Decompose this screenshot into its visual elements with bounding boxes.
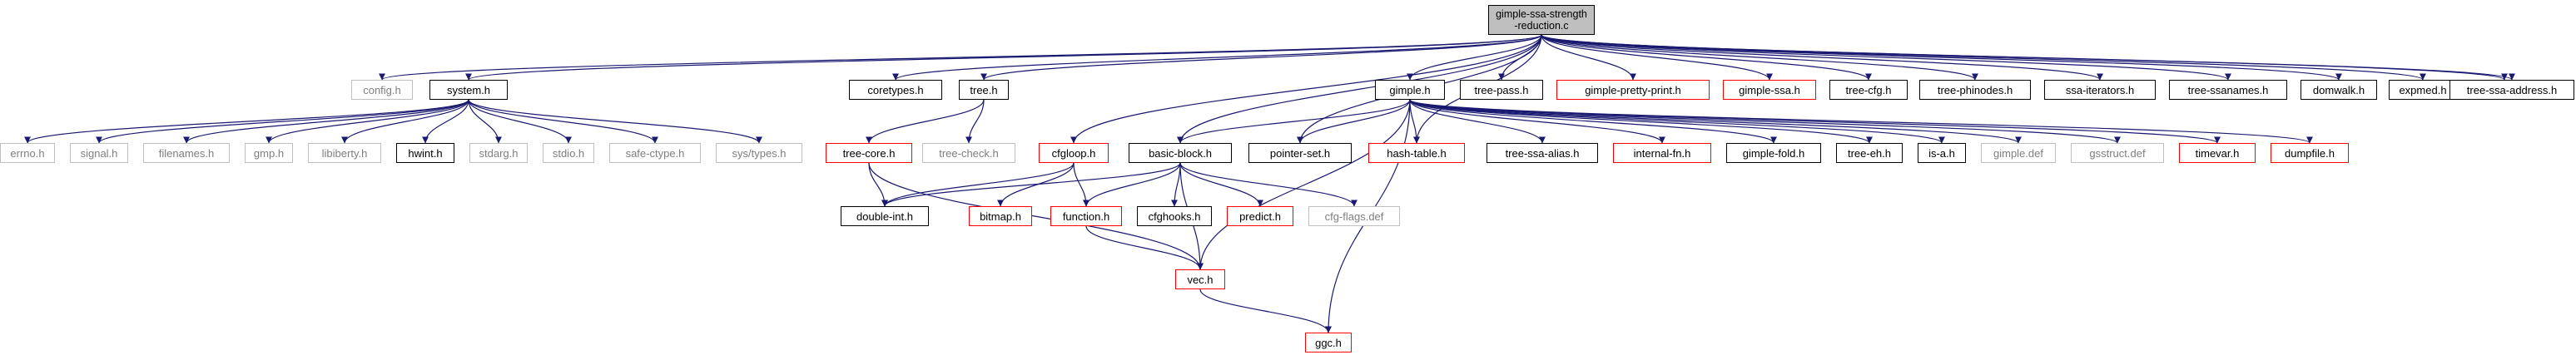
file-node-isa[interactable]: is-a.h [1918, 143, 1966, 163]
file-node-timevar[interactable]: timevar.h [2179, 143, 2256, 163]
file-node-ssanames[interactable]: tree-ssanames.h [2169, 80, 2287, 100]
file-node-gmp: gmp.h [245, 143, 293, 163]
file-node-phinodes[interactable]: tree-phinodes.h [1919, 80, 2031, 100]
file-node-vec[interactable]: vec.h [1175, 269, 1225, 289]
file-node-cfgflags: cfg-flags.def [1308, 206, 1400, 226]
file-node-gimplefold[interactable]: gimple-fold.h [1726, 143, 1821, 163]
file-node-signal: signal.h [70, 143, 128, 163]
file-node-ssaiter[interactable]: ssa-iterators.h [2044, 80, 2156, 100]
file-node-expmed[interactable]: expmed.h [2389, 80, 2457, 100]
file-node-pointerset[interactable]: pointer-set.h [1248, 143, 1352, 163]
file-node-systypes: sys/types.h [716, 143, 802, 163]
file-node-domwalk[interactable]: domwalk.h [2301, 80, 2377, 100]
file-node-predict[interactable]: predict.h [1227, 206, 1293, 226]
file-node-gimpledef: gimple.def [1981, 143, 2056, 163]
file-node-ggc[interactable]: ggc.h [1305, 333, 1352, 353]
file-node-gimple[interactable]: gimple.h [1375, 80, 1445, 100]
file-node-doubleint[interactable]: double-int.h [841, 206, 929, 226]
file-node-ssaalias[interactable]: tree-ssa-alias.h [1487, 143, 1598, 163]
file-node-function[interactable]: function.h [1050, 206, 1122, 226]
root-file-node: gimple-ssa-strength -reduction.c [1488, 5, 1595, 35]
root-file-label-line1: gimple-ssa-strength [1496, 7, 1587, 20]
file-node-hwint[interactable]: hwint.h [396, 143, 454, 163]
file-node-stdio: stdio.h [543, 143, 594, 163]
file-node-cfghooks[interactable]: cfghooks.h [1137, 206, 1212, 226]
file-node-dumpfile[interactable]: dumpfile.h [2271, 143, 2349, 163]
file-node-treepass[interactable]: tree-pass.h [1460, 80, 1543, 100]
root-file-label-line2: -reduction.c [1514, 20, 1569, 32]
file-node-errno: errno.h [0, 143, 55, 163]
file-node-hashtable[interactable]: hash-table.h [1368, 143, 1465, 163]
file-node-gsstruct: gsstruct.def [2071, 143, 2164, 163]
file-node-basicblock[interactable]: basic-block.h [1129, 143, 1232, 163]
file-node-treecfg[interactable]: tree-cfg.h [1829, 80, 1908, 100]
file-node-cfgloop[interactable]: cfgloop.h [1039, 143, 1109, 163]
file-node-ssaaddr[interactable]: tree-ssa-address.h [2449, 80, 2574, 100]
file-node-tree[interactable]: tree.h [959, 80, 1009, 100]
file-node-filenames: filenames.h [143, 143, 230, 163]
file-node-system[interactable]: system.h [429, 80, 508, 100]
file-node-treecheck: tree-check.h [922, 143, 1015, 163]
file-node-treeeh[interactable]: tree-eh.h [1836, 143, 1903, 163]
file-node-config: config.h [351, 80, 413, 100]
file-node-treecore[interactable]: tree-core.h [826, 143, 912, 163]
file-node-coretypes[interactable]: coretypes.h [849, 80, 942, 100]
file-node-stdarg: stdarg.h [469, 143, 528, 163]
file-node-bitmap[interactable]: bitmap.h [969, 206, 1032, 226]
file-node-gpp[interactable]: gimple-pretty-print.h [1556, 80, 1710, 100]
file-node-gssa[interactable]: gimple-ssa.h [1723, 80, 1816, 100]
file-node-libiberty: libiberty.h [308, 143, 381, 163]
file-node-safectype: safe-ctype.h [609, 143, 701, 163]
file-node-internalfn[interactable]: internal-fn.h [1613, 143, 1711, 163]
